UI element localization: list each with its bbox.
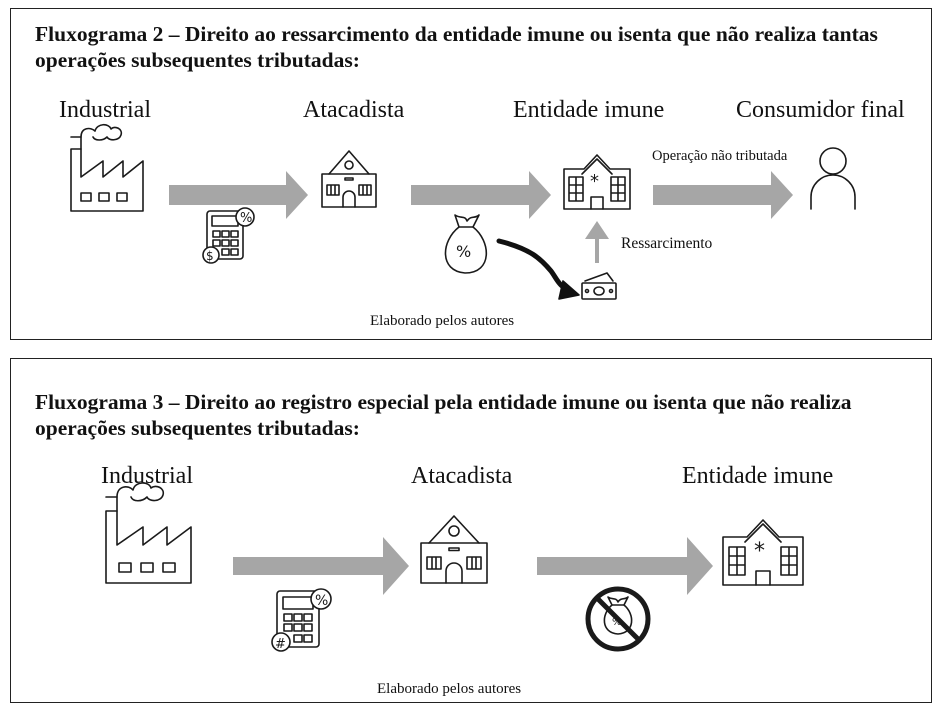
flowchart-2-title: Fluxograma 2 – Direito ao ressarcimento … [35, 22, 878, 72]
calculator-icon: % $ [202, 207, 255, 264]
node-label-industrial: Industrial [101, 463, 193, 489]
hospital-building-icon: * [722, 519, 804, 586]
credit-text: Elaborado pelos autores [370, 313, 515, 329]
node-label-atacadista: Atacadista [411, 463, 513, 489]
ressarcimento-arrow [585, 221, 609, 263]
flowchart-3-drawing: % # * % [105, 482, 804, 652]
svg-text:*: * [590, 171, 599, 192]
node-label-entidade-imune: Entidade imune [682, 463, 834, 489]
credit-text: Elaborado pelos autores [377, 681, 522, 697]
ressarcimento-label: Ressarcimento [621, 235, 713, 252]
node-label-consumidor-final: Consumidor final [736, 97, 905, 123]
svg-text:$: $ [206, 249, 214, 263]
svg-text:%: % [240, 211, 252, 226]
money-bag-icon: % [444, 214, 488, 274]
flowchart-3-panel: Fluxograma 3 – Direito ao registro espec… [10, 358, 932, 703]
svg-text:#: # [275, 637, 286, 652]
school-building-icon [420, 515, 488, 584]
hospital-building-icon: * [563, 154, 631, 210]
node-label-entidade-imune: Entidade imune [513, 97, 665, 123]
svg-text:*: * [754, 539, 765, 564]
cash-icon [581, 272, 617, 300]
calculator-icon: % # [271, 588, 332, 652]
no-money-bag-icon: % [585, 586, 651, 652]
svg-text:%: % [315, 593, 328, 609]
node-label-atacadista: Atacadista [303, 97, 405, 123]
curved-arrow-icon [496, 238, 580, 300]
flow-arrow [233, 537, 713, 595]
flow-arrow [169, 171, 793, 263]
edge-label-operacao: Operação não tributada [652, 148, 788, 164]
node-label-industrial: Industrial [59, 97, 151, 123]
school-building-icon [321, 150, 377, 208]
factory-icon [105, 482, 192, 584]
svg-text:%: % [456, 242, 471, 261]
factory-icon [70, 123, 144, 212]
flowchart-2-panel: Fluxograma 2 – Direito ao ressarcimento … [10, 8, 932, 340]
flowchart-2-drawing: % $ * [70, 123, 856, 300]
svg-text:%: % [612, 617, 622, 628]
person-icon [810, 147, 856, 210]
flowchart-3-title: Fluxograma 3 – Direito ao registro espec… [35, 390, 852, 440]
